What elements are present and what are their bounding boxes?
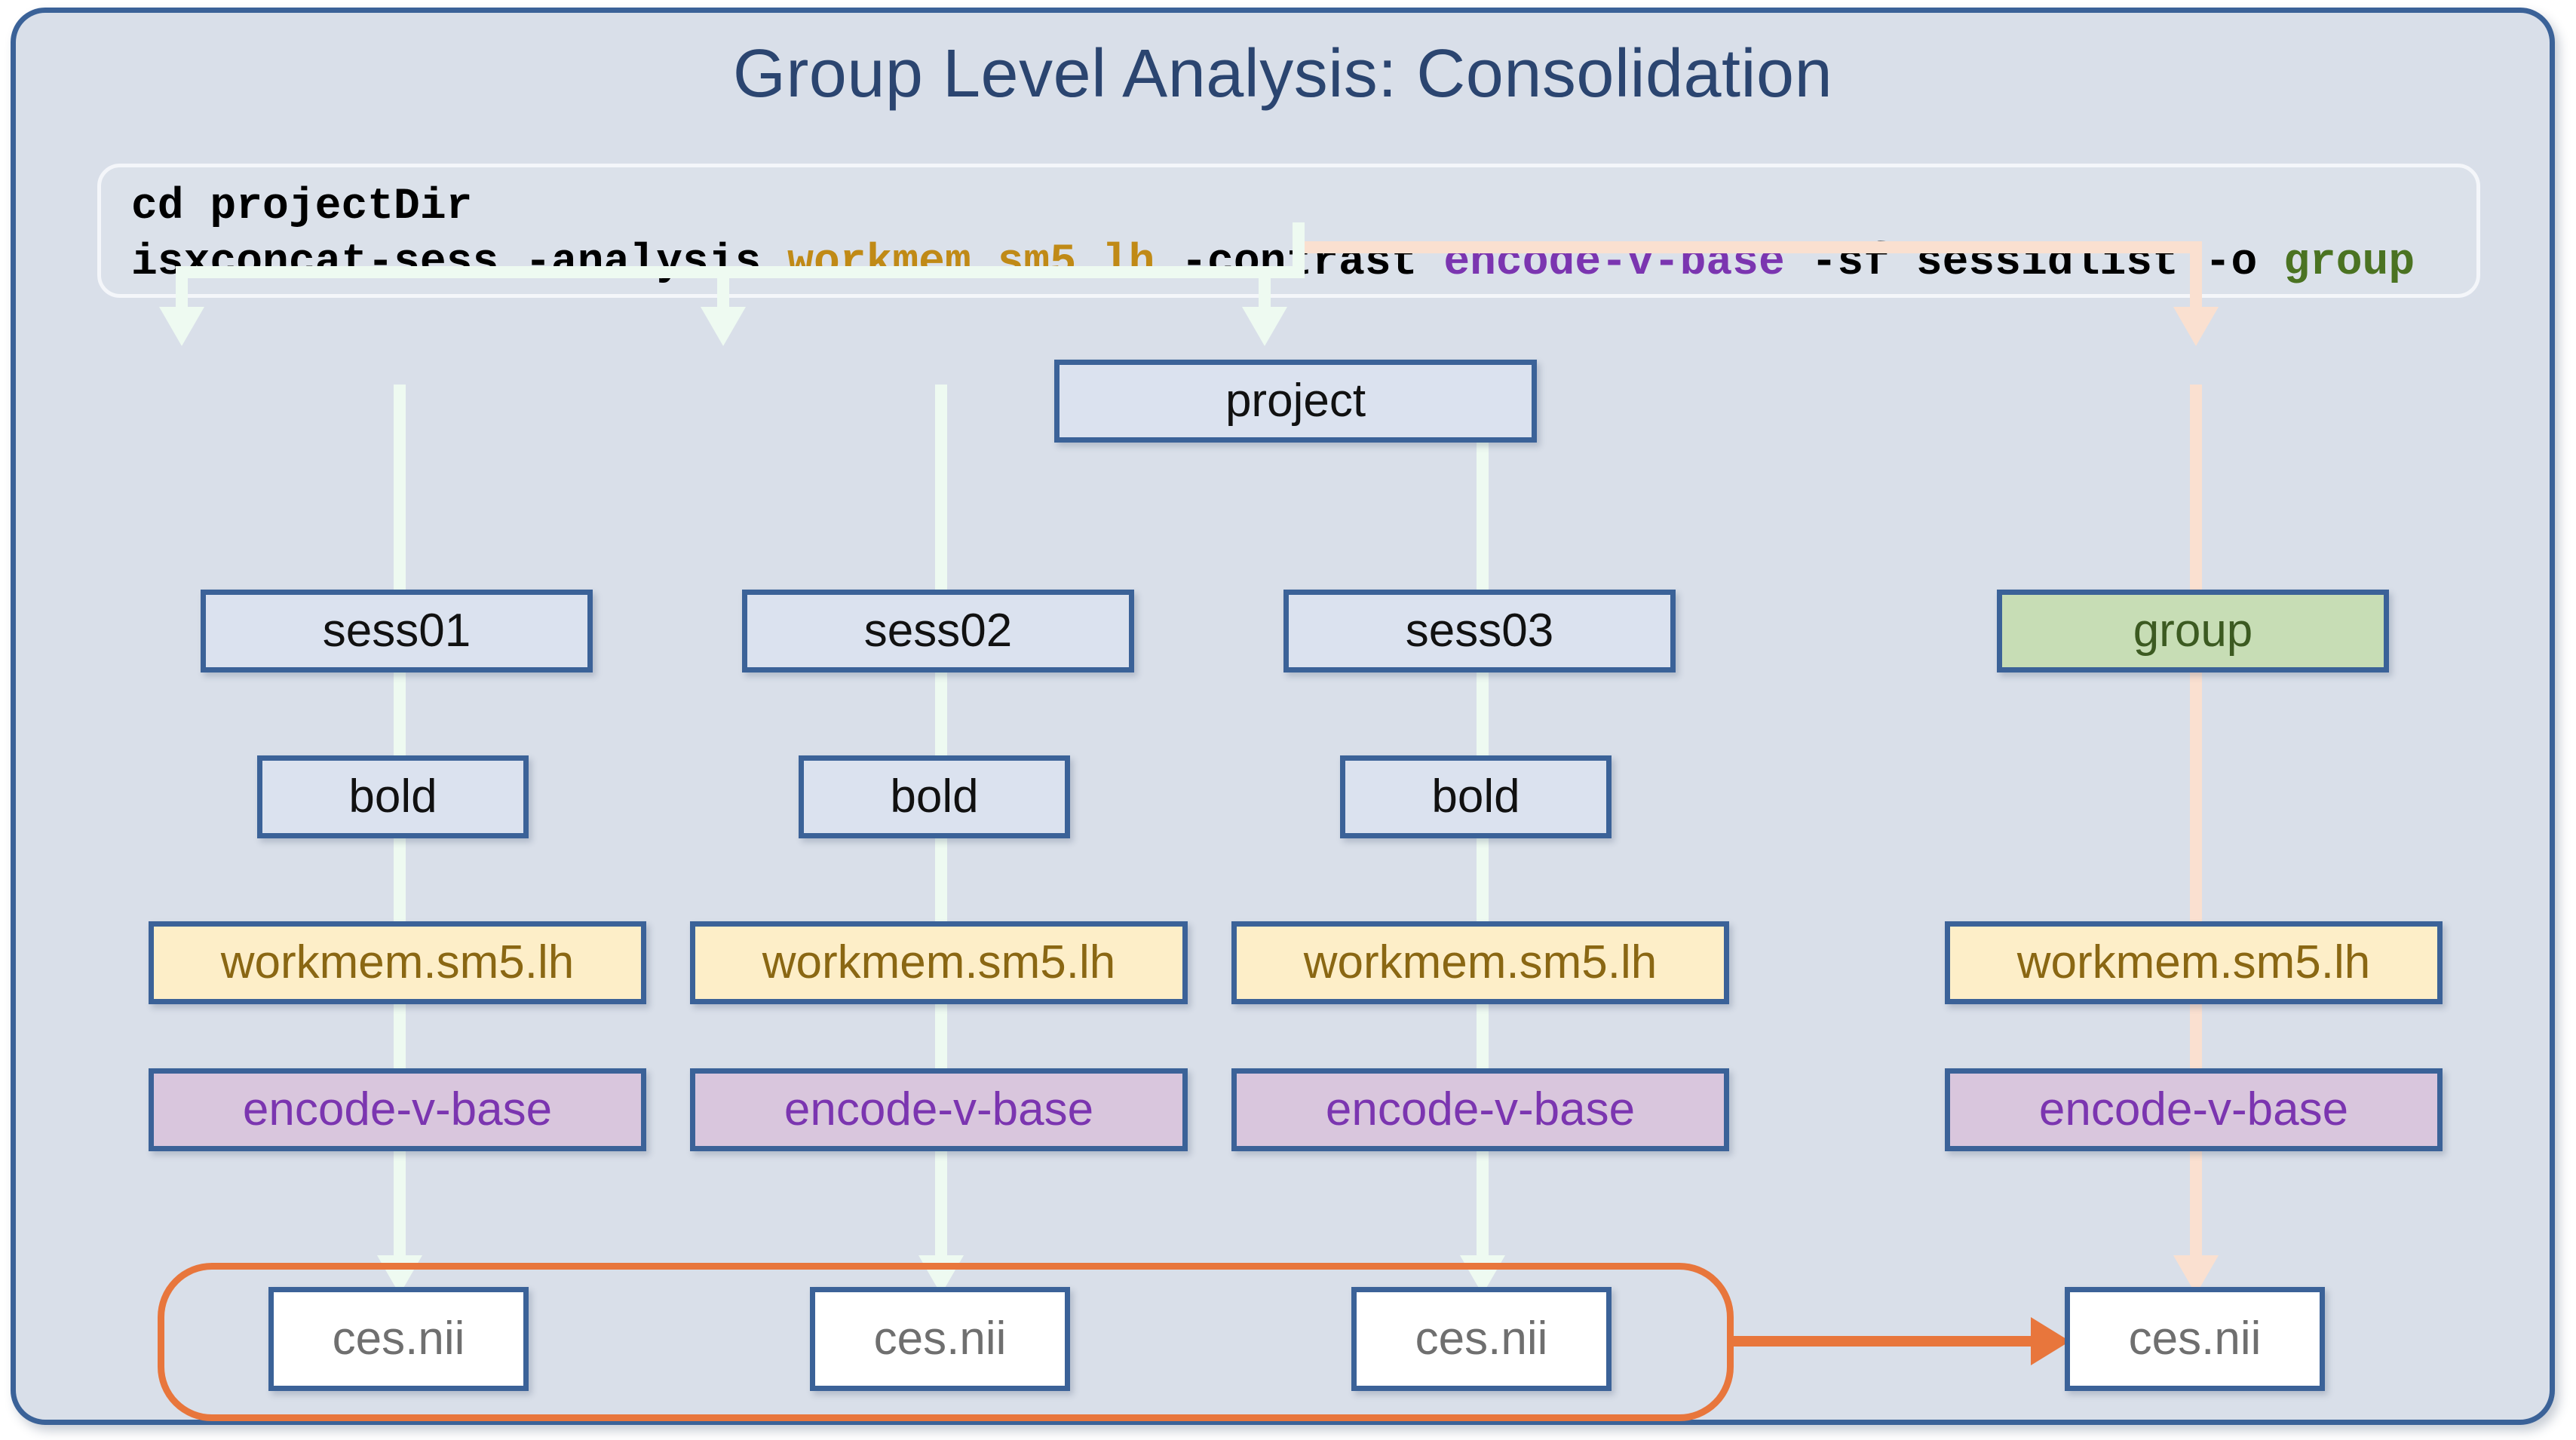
- node-analysis-group-label: workmem.sm5.lh: [2016, 936, 2371, 988]
- connector-project-stub: [1293, 222, 1305, 277]
- node-sess02[interactable]: sess02: [742, 590, 1134, 673]
- node-contrast-group-label: encode-v-base: [2038, 1083, 2349, 1135]
- node-bold-sess03[interactable]: bold: [1340, 755, 1612, 838]
- node-file-sess02-label: ces.nii: [873, 1313, 1007, 1365]
- node-group[interactable]: group: [1997, 590, 2389, 673]
- arrowhead-sess02: [701, 307, 746, 346]
- connector-drop-sess02: [717, 266, 729, 310]
- connector-session-bus: [176, 266, 1305, 278]
- node-project-label: project: [1225, 375, 1366, 427]
- consolidation-arrow-head-icon: [2031, 1317, 2070, 1365]
- command-output-value: group: [2283, 238, 2415, 287]
- node-bold-sess02-label: bold: [890, 771, 979, 823]
- node-group-label: group: [2133, 605, 2253, 657]
- node-file-group-label: ces.nii: [2128, 1313, 2262, 1365]
- node-sess01[interactable]: sess01: [201, 590, 593, 673]
- arrowhead-sess01: [159, 307, 204, 346]
- node-analysis-sess03[interactable]: workmem.sm5.lh: [1231, 921, 1729, 1004]
- node-bold-sess02[interactable]: bold: [799, 755, 1070, 838]
- command-analysis-value: workmem.sm5.lh: [787, 238, 1155, 287]
- node-sess01-label: sess01: [322, 605, 471, 657]
- node-analysis-sess02-label: workmem.sm5.lh: [762, 936, 1116, 988]
- node-analysis-sess01[interactable]: workmem.sm5.lh: [149, 921, 646, 1004]
- node-contrast-group[interactable]: encode-v-base: [1945, 1068, 2443, 1151]
- node-bold-sess03-label: bold: [1431, 771, 1520, 823]
- node-analysis-sess01-label: workmem.sm5.lh: [220, 936, 575, 988]
- node-contrast-sess03-label: encode-v-base: [1325, 1083, 1636, 1135]
- node-file-sess03[interactable]: ces.nii: [1351, 1287, 1612, 1391]
- node-sess03[interactable]: sess03: [1283, 590, 1676, 673]
- connector-drop-sess01: [176, 266, 188, 310]
- connector-group-bus: [1305, 241, 2202, 253]
- node-contrast-sess01-label: encode-v-base: [242, 1083, 553, 1135]
- arrowhead-group: [2173, 307, 2219, 346]
- node-analysis-sess02[interactable]: workmem.sm5.lh: [690, 921, 1188, 1004]
- node-file-sess01-label: ces.nii: [332, 1313, 465, 1365]
- node-analysis-sess03-label: workmem.sm5.lh: [1303, 936, 1658, 988]
- node-sess03-label: sess03: [1405, 605, 1554, 657]
- node-file-sess02[interactable]: ces.nii: [810, 1287, 1070, 1391]
- node-contrast-sess02[interactable]: encode-v-base: [690, 1068, 1188, 1151]
- figure-frame: Group Level Analysis: Consolidation cd p…: [11, 8, 2555, 1425]
- node-bold-sess01[interactable]: bold: [257, 755, 529, 838]
- node-file-group[interactable]: ces.nii: [2065, 1287, 2325, 1391]
- consolidation-outline: [158, 1263, 1734, 1421]
- command-line-1: cd projectDir: [131, 179, 2446, 235]
- arrowhead-sess03: [1242, 307, 1287, 346]
- node-contrast-sess01[interactable]: encode-v-base: [149, 1068, 646, 1151]
- node-contrast-sess03[interactable]: encode-v-base: [1231, 1068, 1729, 1151]
- node-bold-sess01-label: bold: [348, 771, 437, 823]
- connector-drop-group: [2190, 241, 2202, 311]
- node-contrast-sess02-label: encode-v-base: [784, 1083, 1094, 1135]
- node-analysis-group[interactable]: workmem.sm5.lh: [1945, 921, 2443, 1004]
- node-project[interactable]: project: [1054, 360, 1537, 443]
- command-cd-text: cd projectDir: [131, 182, 473, 231]
- node-file-sess01[interactable]: ces.nii: [268, 1287, 529, 1391]
- connector-drop-sess03: [1259, 266, 1271, 310]
- consolidation-arrow-line: [1734, 1336, 2035, 1347]
- page-title: Group Level Analysis: Consolidation: [732, 36, 1833, 112]
- node-file-sess03-label: ces.nii: [1415, 1313, 1548, 1365]
- command-isxconcat-prefix: isxconcat-sess -analysis: [131, 238, 788, 287]
- node-sess02-label: sess02: [863, 605, 1013, 657]
